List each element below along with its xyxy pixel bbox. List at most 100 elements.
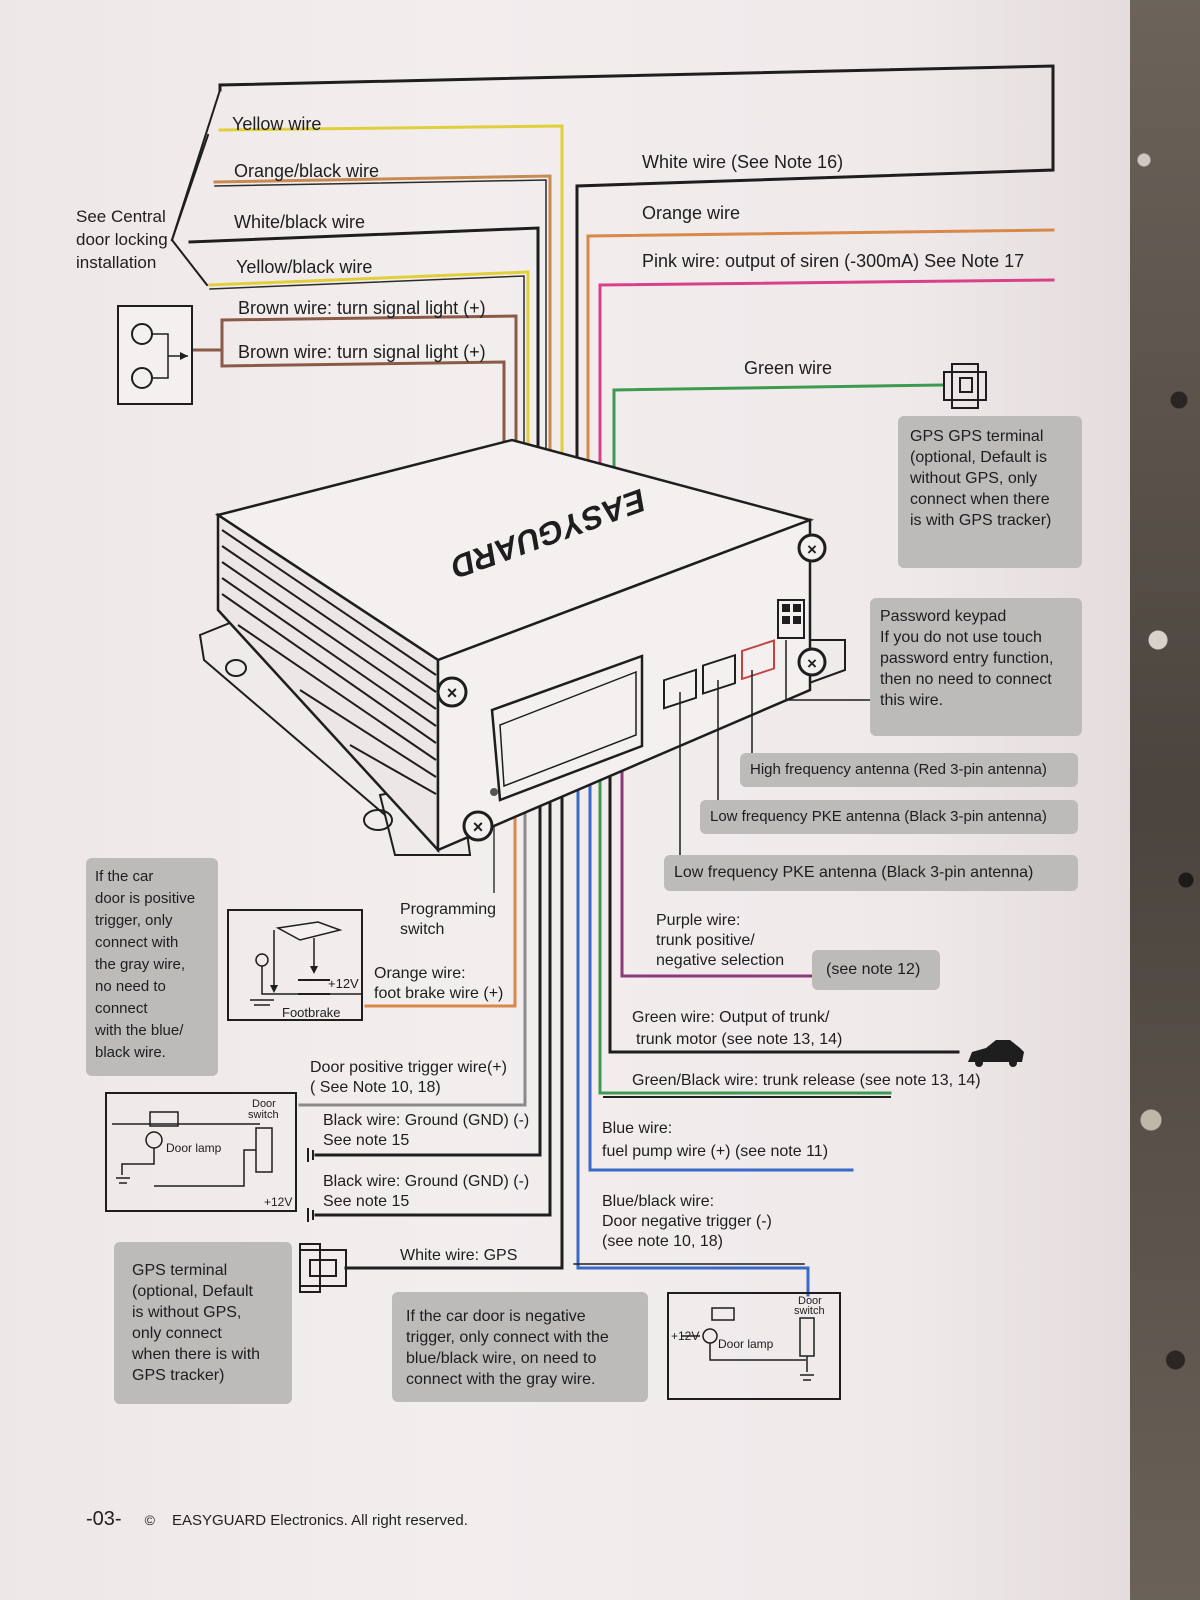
wire-ground-2 xyxy=(314,743,552,1217)
gps-connector-bottom-icon xyxy=(299,1243,347,1293)
gps-connector-top-icon xyxy=(943,363,987,409)
label-ground-2b: See note 15 xyxy=(323,1193,409,1210)
door-lamp-positive-schematic xyxy=(105,1092,297,1212)
label-blue-2: fuel pump wire (+) (see note 11) xyxy=(602,1143,828,1160)
label-programming-2: switch xyxy=(400,921,444,938)
door-switch-label-2b: switch xyxy=(794,1305,825,1317)
wire-purple xyxy=(620,723,814,978)
antenna-low-freq-2-label: Low frequency PKE antenna (Black 3-pin a… xyxy=(674,864,1034,881)
gps-bottom-line-6: GPS tracker) xyxy=(132,1367,225,1384)
label-green-trunk-1: Green wire: Output of trunk/ xyxy=(632,1009,830,1026)
antenna-high-freq-box: High frequency antenna (Red 3-pin antenn… xyxy=(740,753,1078,787)
label-pink: Pink wire: output of siren (-300mA) See … xyxy=(642,251,1024,271)
label-blue-black-2: Door negative trigger (-) xyxy=(602,1213,772,1230)
door-lamp-label-2: Door lamp xyxy=(718,1337,774,1351)
keypad-line-5: this wire. xyxy=(880,692,944,709)
gps-top-line-5: is with GPS tracker) xyxy=(910,512,1052,529)
copyright-symbol: © xyxy=(144,1512,155,1528)
wire-white-gps xyxy=(344,743,564,1270)
leader-keypad xyxy=(785,640,872,701)
label-white-note16: White wire (See Note 16) xyxy=(642,152,843,172)
label-ground-1b: See note 15 xyxy=(323,1132,409,1149)
gps-top-box: GPS GPS terminal (optional, Default is w… xyxy=(898,416,1082,568)
negative-trigger-line-2: trigger, only connect with the xyxy=(406,1329,609,1346)
label-purple-2: trunk positive/ xyxy=(656,932,755,949)
note12-label: (see note 12) xyxy=(826,961,921,978)
ground-symbol-2 xyxy=(307,1208,314,1222)
svg-text:×: × xyxy=(447,683,458,703)
wire-green-black xyxy=(598,733,892,1095)
svg-text:×: × xyxy=(807,654,817,673)
label-white-gps: White wire: GPS xyxy=(400,1247,517,1264)
alarm-module: × × × × xyxy=(198,438,846,856)
door-lamp-label-1: Door lamp xyxy=(166,1141,222,1155)
label-green-black: Green/Black wire: trunk release (see not… xyxy=(632,1072,981,1089)
keypad-line-4: then no need to connect xyxy=(880,671,1052,688)
car-icon xyxy=(968,1040,1024,1067)
label-blue-1: Blue wire: xyxy=(602,1120,672,1137)
keypad-box: Password keypad If you do not use touch … xyxy=(870,598,1082,736)
keypad-line-3: password entry function, xyxy=(880,650,1054,667)
gps-bottom-line-4: only connect xyxy=(132,1325,222,1342)
granite-countertop xyxy=(1130,0,1200,1600)
label-blue-black-1: Blue/black wire: xyxy=(602,1193,714,1210)
wire-blue-black xyxy=(576,738,810,1297)
negative-trigger-line-1: If the car door is negative xyxy=(406,1308,586,1325)
wire-orange-brake xyxy=(364,743,517,1008)
door-lamp-12v-label-2: +12V xyxy=(671,1329,699,1343)
door-lamp-12v-label-1: +12V xyxy=(264,1195,292,1209)
wire-central-lock-3 xyxy=(170,238,209,287)
footbrake-12v-label: +12V xyxy=(328,976,359,991)
label-door-positive-1: Door positive trigger wire(+) xyxy=(310,1059,507,1076)
positive-trigger-line-6: no need to xyxy=(95,978,166,995)
label-blue-black-3: (see note 10, 18) xyxy=(602,1233,723,1250)
svg-text:×: × xyxy=(807,540,817,559)
label-white-black: White/black wire xyxy=(234,212,365,232)
label-central-lock-2: door locking xyxy=(76,230,168,249)
label-orange-brake-2: foot brake wire (+) xyxy=(374,985,503,1002)
wire-central-lock-2 xyxy=(170,133,210,242)
antenna-low-freq-1-box: Low frequency PKE antenna (Black 3-pin a… xyxy=(700,800,1078,834)
footbrake-schematic xyxy=(227,909,363,1021)
label-door-positive-2: ( See Note 10, 18) xyxy=(310,1079,441,1096)
page-number: -03- xyxy=(86,1508,122,1530)
copyright-text: EASYGUARD Electronics. All right reserve… xyxy=(171,1512,468,1529)
gps-top-line-3: without GPS, only xyxy=(910,470,1038,487)
positive-trigger-box: If the car door is positive trigger, onl… xyxy=(86,858,218,1076)
door-switch-label-1a: Door xyxy=(252,1098,276,1110)
positive-trigger-line-8: with the blue/ xyxy=(95,1022,184,1039)
negative-trigger-line-3: blue/black wire, on need to xyxy=(406,1350,597,1367)
keypad-line-1: Password keypad xyxy=(880,608,1007,625)
label-ground-1a: Black wire: Ground (GND) (-) xyxy=(323,1112,529,1129)
wire-ground-1 xyxy=(314,743,542,1157)
gps-bottom-line-3: is without GPS, xyxy=(132,1304,242,1321)
positive-trigger-line-2: door is positive xyxy=(95,890,196,907)
label-brown-1: Brown wire: turn signal light (+) xyxy=(238,298,486,318)
keypad-line-2: If you do not use touch xyxy=(880,629,1042,646)
gps-bottom-line-1: GPS terminal xyxy=(132,1262,228,1279)
svg-text:×: × xyxy=(473,817,484,837)
positive-trigger-line-1: If the car xyxy=(95,868,154,885)
door-switch-label-2a: Door xyxy=(798,1295,822,1307)
label-orange-brake-1: Orange wire: xyxy=(374,965,466,982)
wire-green-trunk xyxy=(608,728,960,1054)
antenna-high-freq-label: High frequency antenna (Red 3-pin antenn… xyxy=(750,761,1047,778)
negative-trigger-box: If the car door is negative trigger, onl… xyxy=(392,1292,648,1402)
gps-top-line-1: GPS GPS terminal xyxy=(910,428,1044,445)
door-lamp-negative-schematic xyxy=(667,1292,841,1400)
label-green: Green wire xyxy=(744,358,832,378)
wire-top-loop xyxy=(218,64,1055,692)
page-footer: -03- © EASYGUARD Electronics. All right … xyxy=(86,1508,468,1531)
negative-trigger-line-4: connect with the gray wire. xyxy=(406,1371,596,1388)
gps-bottom-line-5: when there is with xyxy=(132,1346,261,1363)
gps-bottom-box: GPS terminal (optional, Default is witho… xyxy=(114,1242,292,1404)
positive-trigger-line-3: trigger, only xyxy=(95,912,173,929)
positive-trigger-line-9: black wire. xyxy=(95,1044,166,1061)
turn-signal-lamps-icon xyxy=(117,305,193,405)
label-brown-2: Brown wire: turn signal light (+) xyxy=(238,342,486,362)
gps-bottom-line-2: (optional, Default xyxy=(132,1283,253,1300)
antenna-low-freq-1-label: Low frequency PKE antenna (Black 3-pin a… xyxy=(710,808,1047,825)
gps-top-line-4: connect when there xyxy=(910,491,1050,508)
label-yellow-black: Yellow/black wire xyxy=(236,257,372,277)
